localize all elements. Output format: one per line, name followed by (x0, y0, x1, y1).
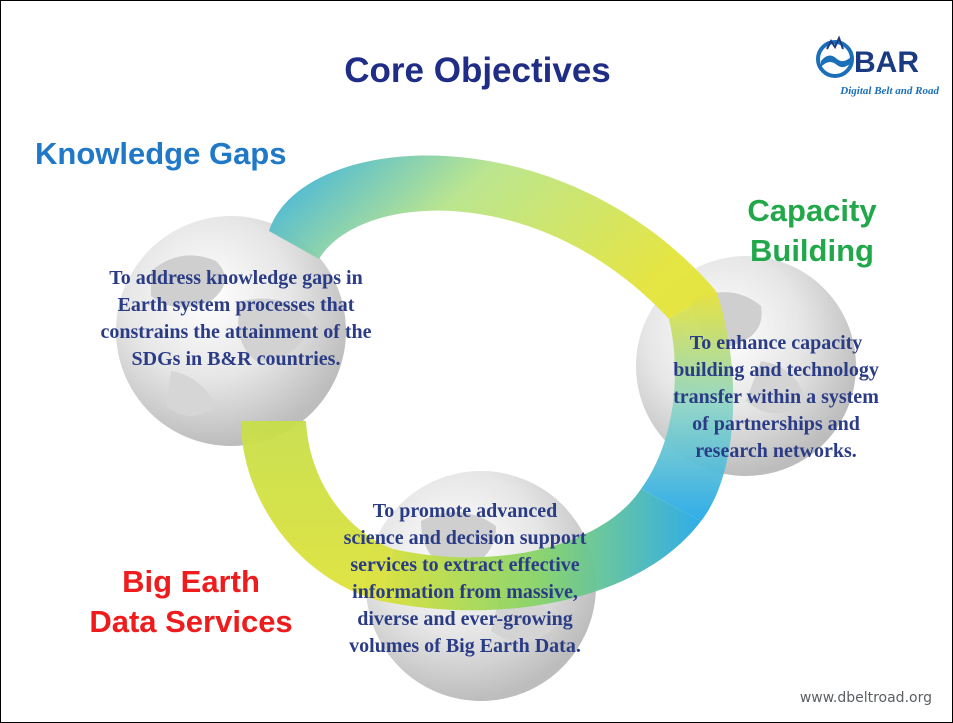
knowledge-gaps-description: To address knowledge gaps in Earth syste… (100, 267, 372, 370)
globe-wave-icon (816, 35, 854, 78)
big-earth-data-description: To promote advanced science and decision… (343, 500, 587, 657)
arc-left (241, 421, 393, 601)
page-title: Core Objectives (344, 51, 611, 90)
bar-logo: BAR Digital Belt and Road (811, 33, 939, 117)
arc-bottom (381, 489, 701, 611)
arc-right (641, 291, 734, 521)
website-url: www.dbeltroad.org (799, 690, 932, 706)
cycle-ring (241, 155, 734, 611)
logo-tagline: Digital Belt and Road (840, 85, 939, 97)
logo-text: BAR (854, 46, 919, 79)
capacity-building-heading: Capacity Building (747, 193, 877, 268)
arc-top (269, 155, 716, 319)
big-earth-data-heading: Big Earth Data Services (89, 564, 293, 639)
capacity-building-description: To enhance capacity building and technol… (673, 332, 879, 462)
knowledge-gaps-heading: Knowledge Gaps (35, 136, 287, 171)
globe-left (116, 216, 346, 446)
